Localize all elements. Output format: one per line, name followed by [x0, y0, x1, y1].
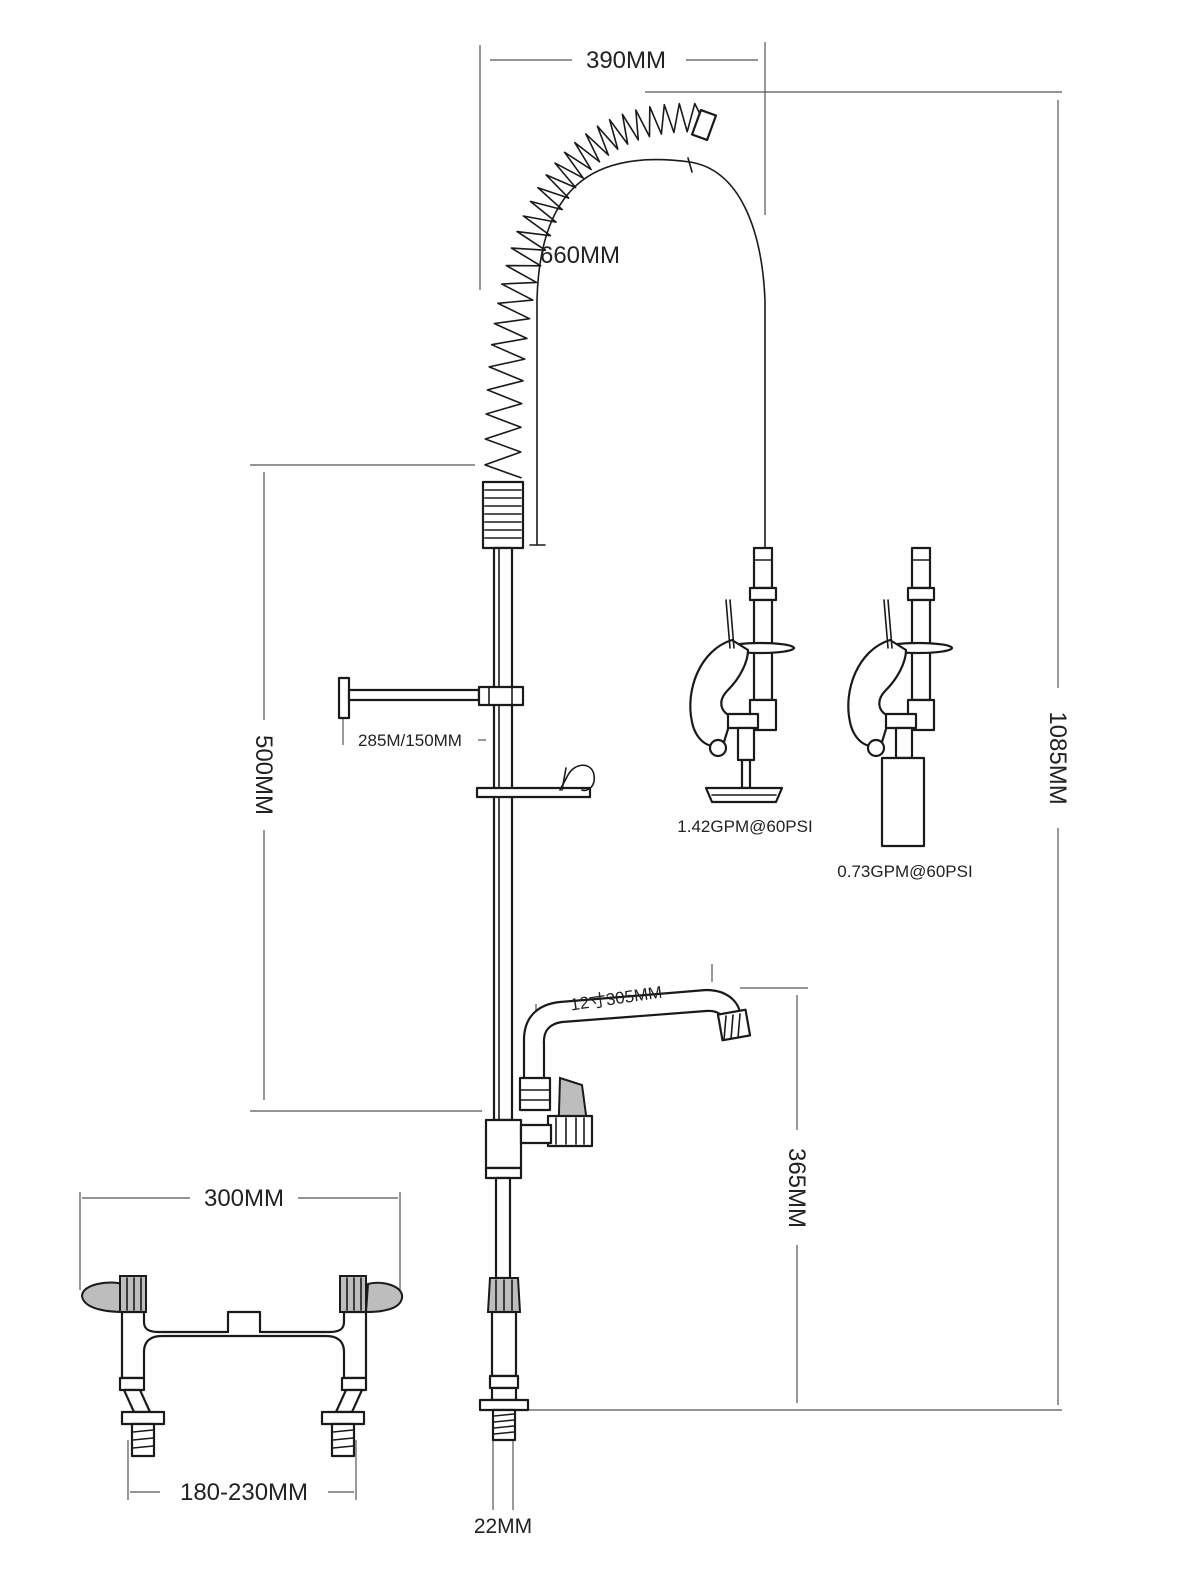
lower-riser: [478, 1176, 530, 1442]
total-height-label: 1085MM: [1044, 711, 1071, 804]
spout-height-label: 365MM: [783, 1148, 810, 1228]
swing-spout: [484, 988, 752, 1180]
deck-mixer-body: [80, 1275, 404, 1458]
inlet-diameter-label: 22MM: [474, 1515, 532, 1538]
wall-bracket-arm: [337, 676, 525, 720]
spring-width-label: 390MM: [586, 47, 666, 74]
arm-length-label: 285M/150MM: [358, 731, 462, 750]
mixer-centers-label: 180-230MM: [180, 1479, 308, 1506]
dimension-lines: [79, 42, 1062, 1510]
pole-height-label: 500MM: [250, 735, 277, 815]
spring-nozzle: [690, 108, 718, 142]
flow-rate-a-label: 1.42GPM@60PSI: [677, 817, 812, 836]
mixer-width-label: 300MM: [204, 1185, 284, 1212]
spring-coil: [484, 102, 703, 479]
hose: [536, 158, 766, 553]
flow-rate-b-label: 0.73GPM@60PSI: [837, 862, 972, 881]
spray-valve-a: [689, 546, 796, 804]
hose-length-label: 660MM: [540, 242, 620, 269]
riser-pole: [481, 480, 525, 1122]
spray-hook: [475, 764, 596, 799]
spray-valve-b: [847, 546, 954, 848]
